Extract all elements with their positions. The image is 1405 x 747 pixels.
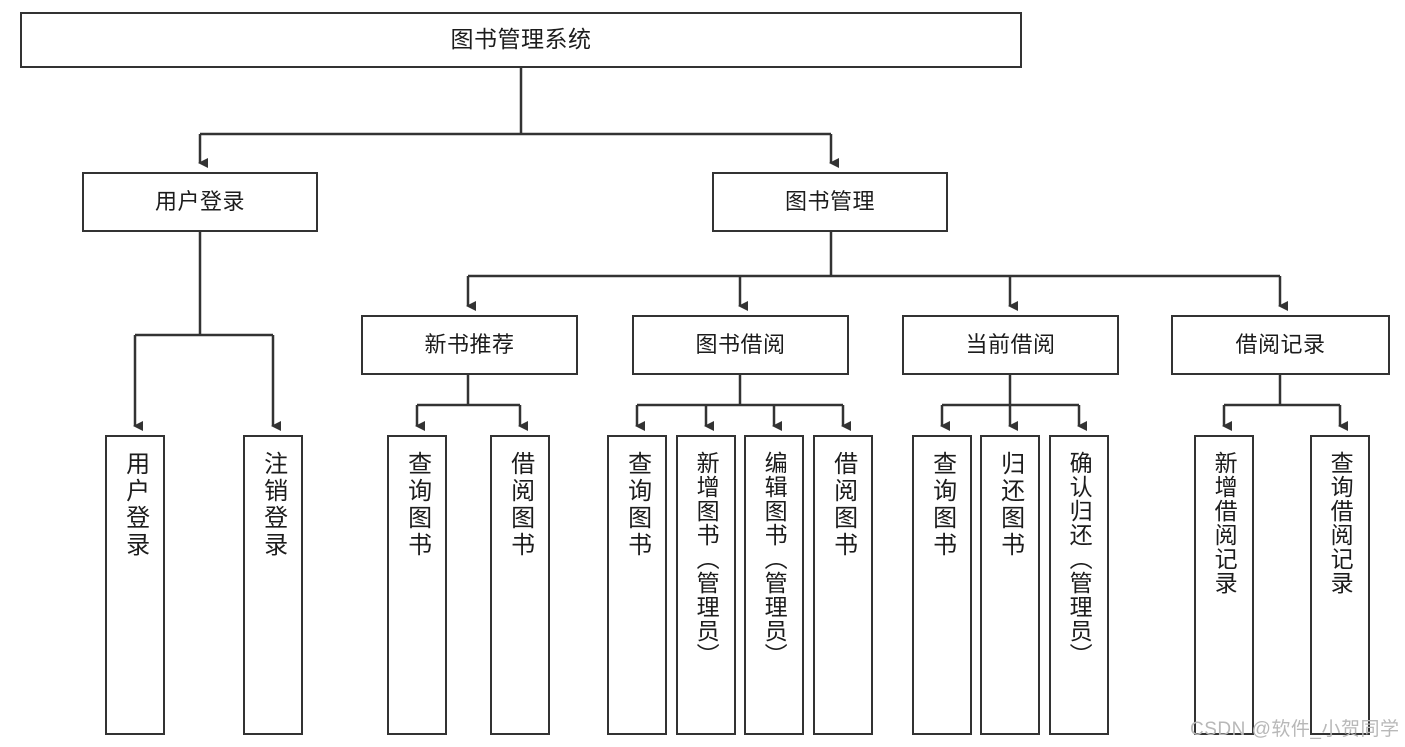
leaf-user-login[interactable]: 用户登录 (105, 435, 165, 735)
node-label: 查询借阅记录 (1327, 451, 1354, 595)
node-borrow-record[interactable]: 借阅记录 (1171, 315, 1390, 375)
leaf-edit-book-admin[interactable]: 编辑图书（管理员） (744, 435, 804, 735)
leaf-confirm-return-admin[interactable]: 确认归还（管理员） (1049, 435, 1109, 735)
node-label: 图书管理 (784, 189, 875, 215)
node-label: 确认归还（管理员） (1066, 451, 1093, 667)
node-label: 新增借阅记录 (1211, 451, 1238, 595)
leaf-query-book-borrow[interactable]: 查询图书 (607, 435, 667, 735)
node-current-borrow[interactable]: 当前借阅 (902, 315, 1119, 375)
node-label: 图书管理系统 (450, 26, 592, 53)
leaf-borrow-book[interactable]: 借阅图书 (813, 435, 873, 735)
node-label: 借阅记录 (1235, 332, 1326, 358)
leaf-query-book-current[interactable]: 查询图书 (912, 435, 972, 735)
node-label: 用户登录 (121, 451, 149, 559)
node-label: 用户登录 (154, 189, 245, 215)
leaf-return-book[interactable]: 归还图书 (980, 435, 1040, 735)
node-book-borrow[interactable]: 图书借阅 (632, 315, 849, 375)
leaf-query-borrow-record[interactable]: 查询借阅记录 (1310, 435, 1370, 735)
node-label: 编辑图书（管理员） (761, 451, 788, 667)
leaf-add-book-admin[interactable]: 新增图书（管理员） (676, 435, 736, 735)
watermark-text: CSDN @软件_小贺同学 (1190, 719, 1400, 740)
node-label: 查询图书 (403, 451, 431, 559)
leaf-borrow-book-recommend[interactable]: 借阅图书 (490, 435, 550, 735)
leaf-add-borrow-record[interactable]: 新增借阅记录 (1194, 435, 1254, 735)
node-label: 查询图书 (928, 451, 956, 559)
node-label: 归还图书 (996, 451, 1024, 559)
node-user-login[interactable]: 用户登录 (82, 172, 318, 232)
node-label: 借阅图书 (506, 451, 534, 559)
node-label: 借阅图书 (829, 451, 857, 559)
node-new-book-recommend[interactable]: 新书推荐 (361, 315, 578, 375)
leaf-logout[interactable]: 注销登录 (243, 435, 303, 735)
node-label: 图书借阅 (695, 332, 786, 358)
node-label: 查询图书 (623, 451, 651, 559)
node-label: 新增图书（管理员） (693, 451, 720, 667)
node-label: 新书推荐 (424, 332, 515, 358)
leaf-query-book-recommend[interactable]: 查询图书 (387, 435, 447, 735)
node-label: 注销登录 (259, 451, 287, 559)
node-book-management[interactable]: 图书管理 (712, 172, 948, 232)
node-root-book-management-system[interactable]: 图书管理系统 (20, 12, 1022, 68)
node-label: 当前借阅 (965, 332, 1056, 358)
